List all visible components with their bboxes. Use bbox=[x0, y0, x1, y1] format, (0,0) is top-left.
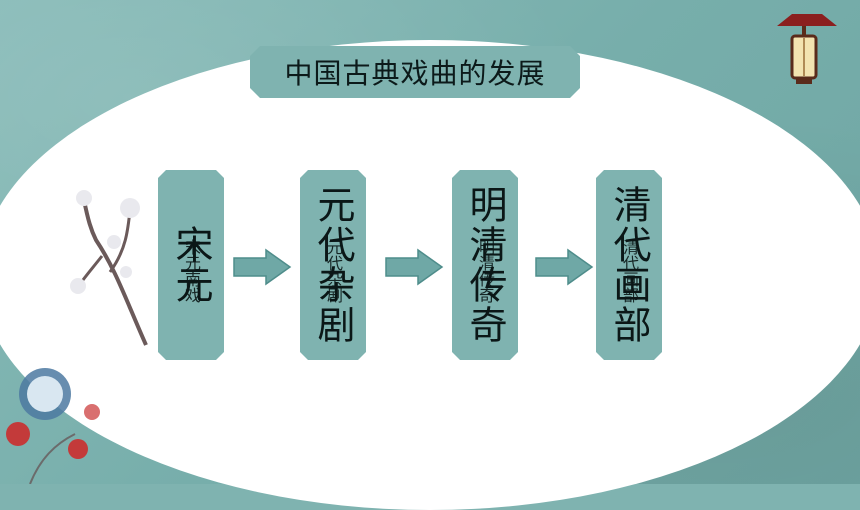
right-arrow-icon bbox=[385, 248, 444, 286]
stage-card-2: 元代杂剧 元代杂剧 bbox=[300, 170, 366, 360]
lantern-icon bbox=[777, 14, 837, 84]
stage-card-4: 清代画部 清代画部 bbox=[596, 170, 662, 360]
stage-card-1: 宋元 宋元南戏 bbox=[158, 170, 224, 360]
stage-card-2-label-large: 元代杂剧 bbox=[311, 185, 355, 345]
right-arrow-icon bbox=[233, 248, 292, 286]
stage-card-4-label-large: 清代画部 bbox=[607, 185, 651, 345]
magnolia-branch-icon bbox=[70, 190, 148, 346]
stage-card-3-label-large: 明清传奇 bbox=[463, 185, 507, 345]
stage-card-1-label-large: 宋元 bbox=[169, 225, 213, 305]
stage-card-1-label-small: 宋元南戏 bbox=[182, 239, 201, 303]
page-title: 中国古典戏曲的发展 bbox=[250, 46, 580, 98]
stage-card-3-label-small: 明清传奇 bbox=[476, 239, 495, 303]
flower-icon bbox=[6, 368, 100, 484]
stage-card-2-label-small: 元代杂剧 bbox=[324, 239, 343, 303]
stage-card-4-label-small: 清代画部 bbox=[620, 239, 639, 303]
right-arrow-icon bbox=[535, 248, 594, 286]
stage-card-3: 明清传奇 明清传奇 bbox=[452, 170, 518, 360]
